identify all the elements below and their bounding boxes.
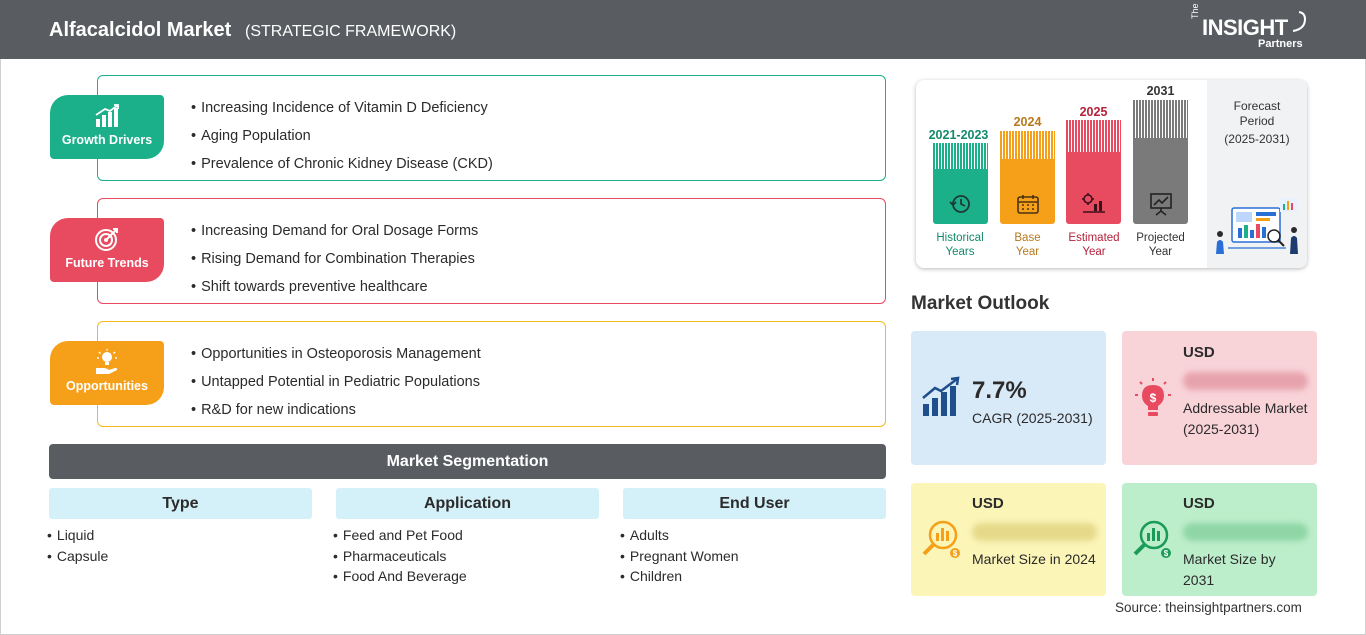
presentation-icon [1150, 193, 1172, 216]
size-2024-value-blurred [972, 523, 1097, 541]
opportunities-label: Opportunities [66, 379, 148, 393]
header-bar: Alfacalcidol Market (STRATEGIC FRAMEWORK… [0, 0, 1366, 59]
logo-the: The [1190, 3, 1200, 19]
list-item: Feed and Pet Food [333, 525, 599, 546]
lightbulb-hand-icon [96, 349, 118, 374]
logo-partners: Partners [1258, 38, 1303, 50]
growth-chart-icon [95, 104, 119, 127]
source-credit: Source: theinsightpartners.com [1115, 600, 1302, 615]
market-size-2031-card: $ USD Market Size by 2031 [1122, 483, 1317, 596]
list-item: Capsule [47, 546, 312, 567]
addressable-label: Addressable Market (2025-2031) [1183, 400, 1308, 437]
market-outlook-title: Market Outlook [911, 293, 1050, 314]
opportunities-list: Opportunities in Osteoporosis Management… [191, 340, 481, 424]
page-subtitle: (STRATEGIC FRAMEWORK) [245, 23, 457, 40]
opportunities-box: Opportunities in Osteoporosis Management… [97, 321, 886, 427]
timeline-year-projected: 2031 [1146, 84, 1175, 98]
market-segmentation-bar: Market Segmentation [49, 444, 886, 479]
logo-insight: INSIGHT [1202, 15, 1288, 40]
cagr-value: 7.7% [972, 377, 1027, 404]
list-item: Adults [620, 525, 886, 546]
list-item: Increasing Incidence of Vitamin D Defici… [191, 94, 493, 122]
cagr-card: 7.7% CAGR (2025-2031) [911, 331, 1106, 465]
segment-application: Application Feed and Pet Food Pharmaceut… [336, 488, 599, 587]
list-item: Pregnant Women [620, 546, 886, 567]
growth-drivers-label: Growth Drivers [61, 133, 153, 147]
list-item: Opportunities in Osteoporosis Management [191, 340, 481, 368]
timeline-year-estimated: 2025 [1079, 105, 1108, 119]
logo-arc-icon [1292, 11, 1307, 32]
svg-text:$: $ [953, 549, 958, 558]
opportunities-badge: Opportunities [50, 341, 164, 405]
growth-drivers-badge: Growth Drivers [50, 95, 164, 159]
growth-drivers-box: Increasing Incidence of Vitamin D Defici… [97, 75, 886, 181]
segment-end-user-head: End User [623, 488, 886, 519]
settings-chart-icon [1082, 193, 1105, 213]
page-title: Alfacalcidol Market [49, 19, 232, 41]
calendar-icon [1017, 195, 1039, 214]
svg-text:$: $ [1164, 549, 1169, 558]
timeline-label-historical: Historical Years [936, 232, 984, 258]
list-item: Aging Population [191, 122, 493, 150]
timeline-label-estimated: Estimated Year [1068, 232, 1120, 258]
size-2024-usd: USD [972, 495, 1004, 512]
future-trends-label: Future Trends [65, 256, 149, 270]
target-icon [95, 228, 118, 251]
segment-type: Type Liquid Capsule [49, 488, 312, 566]
size-2031-label: Market Size by 2031 [1183, 551, 1276, 588]
growth-drivers-list: Increasing Incidence of Vitamin D Defici… [191, 94, 493, 178]
list-item: Increasing Demand for Oral Dosage Forms [191, 217, 478, 245]
history-icon [949, 195, 970, 213]
segment-type-head: Type [49, 488, 312, 519]
addressable-market-card: $ USD Addressable Market (2025-2031) [1122, 331, 1317, 465]
list-item: Shift towards preventive healthcare [191, 273, 478, 301]
list-item: Untapped Potential in Pediatric Populati… [191, 368, 481, 396]
list-item: Food And Beverage [333, 566, 599, 587]
analytics-illustration-icon [1216, 198, 1298, 254]
size-2031-usd: USD [1183, 495, 1215, 512]
svg-text:$: $ [1150, 391, 1157, 405]
list-item: Prevalence of Chronic Kidney Disease (CK… [191, 150, 493, 178]
timeline-bar-historical [933, 143, 988, 224]
market-size-2024-card: $ USD Market Size in 2024 [911, 483, 1106, 596]
timeline-bar-estimated [1066, 120, 1121, 224]
future-trends-badge: Future Trends [50, 218, 164, 282]
timeline-bar-projected [1133, 100, 1188, 224]
timeline-year-base: 2024 [1013, 115, 1042, 129]
forecast-period-label: Forecast Period (2025-2031) [1224, 99, 1290, 146]
insight-partners-logo[interactable]: The INSIGHT Partners [1190, 3, 1310, 53]
list-item: Children [620, 566, 886, 587]
future-trends-list: Increasing Demand for Oral Dosage Forms … [191, 217, 478, 301]
money-bulb-icon: $ [1135, 378, 1171, 416]
timeline-label-base: Base Year [1014, 232, 1041, 258]
timeline-year-historical: 2021-2023 [928, 128, 989, 142]
future-trends-box: Increasing Demand for Oral Dosage Forms … [97, 198, 886, 304]
size-2031-value-blurred [1183, 523, 1308, 541]
list-item: Pharmaceuticals [333, 546, 599, 567]
list-item: Rising Demand for Combination Therapies [191, 245, 478, 273]
addressable-value-blurred [1183, 372, 1308, 390]
timeline-label-projected: Projected Year [1136, 232, 1185, 258]
addressable-usd: USD [1183, 344, 1215, 361]
list-item: Liquid [47, 525, 312, 546]
list-item: R&D for new indications [191, 396, 481, 424]
segment-application-head: Application [336, 488, 599, 519]
market-forecast-icon: $ [1133, 520, 1171, 558]
cagr-label: CAGR (2025-2031) [972, 410, 1093, 426]
size-2024-label: Market Size in 2024 [972, 551, 1096, 567]
segment-end-user: End User Adults Pregnant Women Children [623, 488, 886, 587]
market-analysis-icon: $ [922, 520, 960, 558]
growth-chart-icon [922, 376, 960, 416]
